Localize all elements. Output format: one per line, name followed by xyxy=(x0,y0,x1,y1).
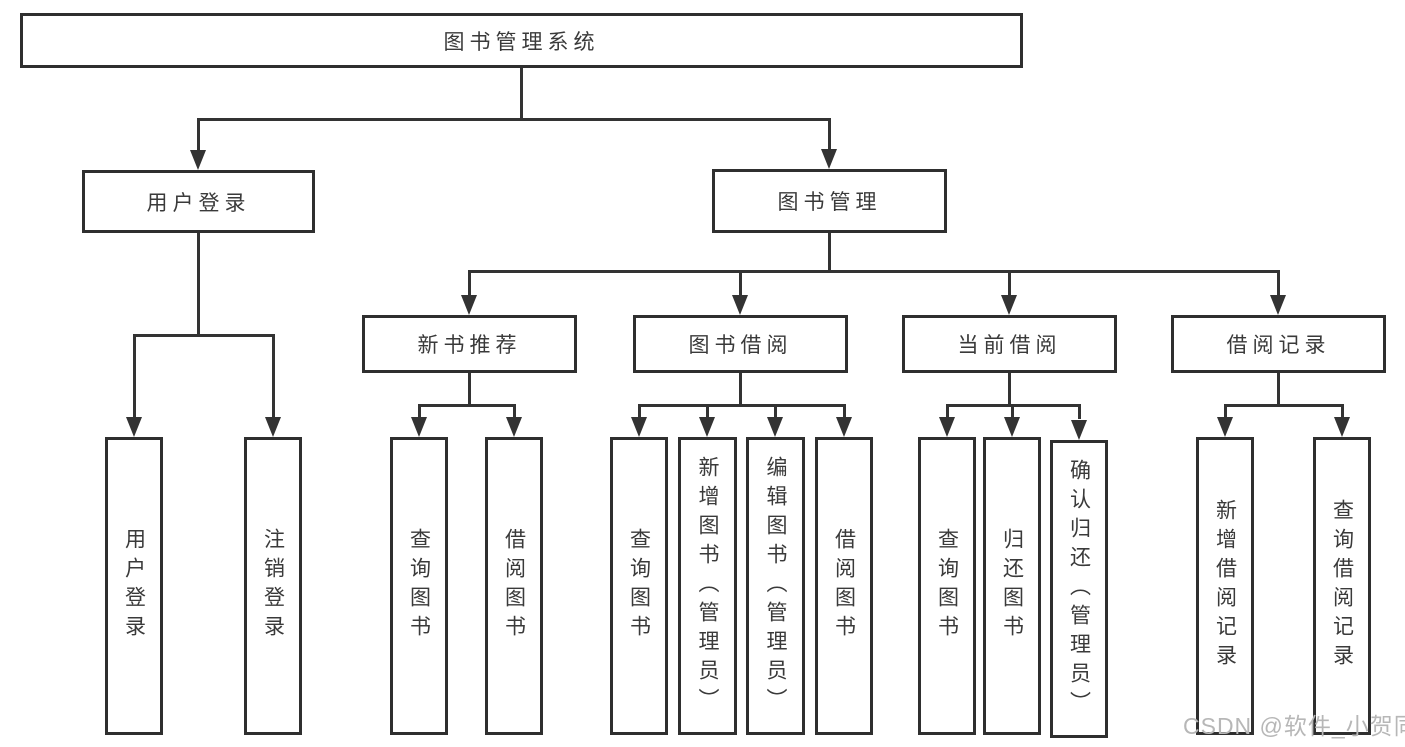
connector-vline xyxy=(1008,373,1011,406)
connector-vline xyxy=(520,68,523,120)
connector-vline xyxy=(739,373,742,406)
connector-arrowhead xyxy=(821,149,837,169)
connector-arrowhead xyxy=(631,417,647,437)
connector-arrowhead xyxy=(126,417,142,437)
leaf-edit-books-admin: 编辑图书（管理员） xyxy=(746,437,805,735)
leaf-user-login: 用户登录 xyxy=(105,437,163,735)
connector-hline xyxy=(638,404,846,407)
connector-arrowhead xyxy=(699,417,715,437)
connector-vline xyxy=(468,373,471,406)
connector-vline xyxy=(197,233,200,336)
connector-arrowhead xyxy=(1334,417,1350,437)
leaf-query-borrow-record: 查询借阅记录 xyxy=(1313,437,1371,735)
connector-arrowhead xyxy=(939,417,955,437)
connector-vline xyxy=(1341,404,1344,419)
connector-arrowhead xyxy=(1001,295,1017,315)
leaf-logout: 注销登录 xyxy=(244,437,302,735)
connector-vline xyxy=(1078,404,1081,419)
leaf-return-books: 归还图书 xyxy=(983,437,1041,735)
leaf-query-books-borrowing: 查询图书 xyxy=(610,437,668,735)
node-borrow-records: 借阅记录 xyxy=(1171,315,1386,373)
leaf-confirm-return-admin: 确认归还（管理员） xyxy=(1050,440,1108,738)
connector-arrowhead xyxy=(411,417,427,437)
node-book-borrowing: 图书借阅 xyxy=(633,315,848,373)
leaf-add-books-admin: 新增图书（管理员） xyxy=(678,437,737,735)
connector-vline xyxy=(468,270,471,295)
connector-vline xyxy=(1008,270,1011,295)
connector-arrowhead xyxy=(190,150,206,170)
connector-vline xyxy=(828,118,831,152)
connector-vline xyxy=(418,404,421,419)
connector-vline xyxy=(133,334,136,419)
connector-arrowhead xyxy=(732,295,748,315)
connector-vline xyxy=(739,270,742,295)
connector-vline xyxy=(828,233,831,272)
connector-arrowhead xyxy=(1270,295,1286,315)
connector-hline xyxy=(418,404,516,407)
connector-vline xyxy=(1277,373,1280,406)
connector-hline xyxy=(133,334,275,337)
node-current-borrowing: 当前借阅 xyxy=(902,315,1117,373)
connector-vline xyxy=(946,404,949,419)
connector-arrowhead xyxy=(265,417,281,437)
connector-hline xyxy=(468,270,1279,273)
connector-vline xyxy=(197,118,200,152)
connector-vline xyxy=(272,334,275,419)
connector-hline xyxy=(197,118,830,121)
connector-vline xyxy=(513,404,516,419)
connector-vline xyxy=(1277,270,1280,295)
connector-arrowhead xyxy=(461,295,477,315)
connector-vline xyxy=(774,404,777,419)
connector-arrowhead xyxy=(1217,417,1233,437)
connector-hline xyxy=(1224,404,1344,407)
leaf-query-books-current: 查询图书 xyxy=(918,437,976,735)
node-library-system: 图书管理系统 xyxy=(20,13,1023,68)
connector-arrowhead xyxy=(506,417,522,437)
node-book-management: 图书管理 xyxy=(712,169,947,233)
leaf-query-books-recommend: 查询图书 xyxy=(390,437,448,735)
leaf-borrow-books-recommend: 借阅图书 xyxy=(485,437,543,735)
connector-arrowhead xyxy=(1071,420,1087,440)
connector-arrowhead xyxy=(1004,417,1020,437)
connector-vline xyxy=(1011,404,1014,419)
node-new-book-recommendation: 新书推荐 xyxy=(362,315,577,373)
leaf-add-borrow-record: 新增借阅记录 xyxy=(1196,437,1254,735)
connector-vline xyxy=(638,404,641,419)
connector-arrowhead xyxy=(836,417,852,437)
watermark: CSDN @软件_小贺同学 xyxy=(1183,713,1405,739)
connector-arrowhead xyxy=(767,417,783,437)
connector-vline xyxy=(706,404,709,419)
leaf-borrow-books-borrowing: 借阅图书 xyxy=(815,437,873,735)
connector-vline xyxy=(843,404,846,419)
connector-vline xyxy=(1224,404,1227,419)
node-user-login: 用户登录 xyxy=(82,170,315,233)
